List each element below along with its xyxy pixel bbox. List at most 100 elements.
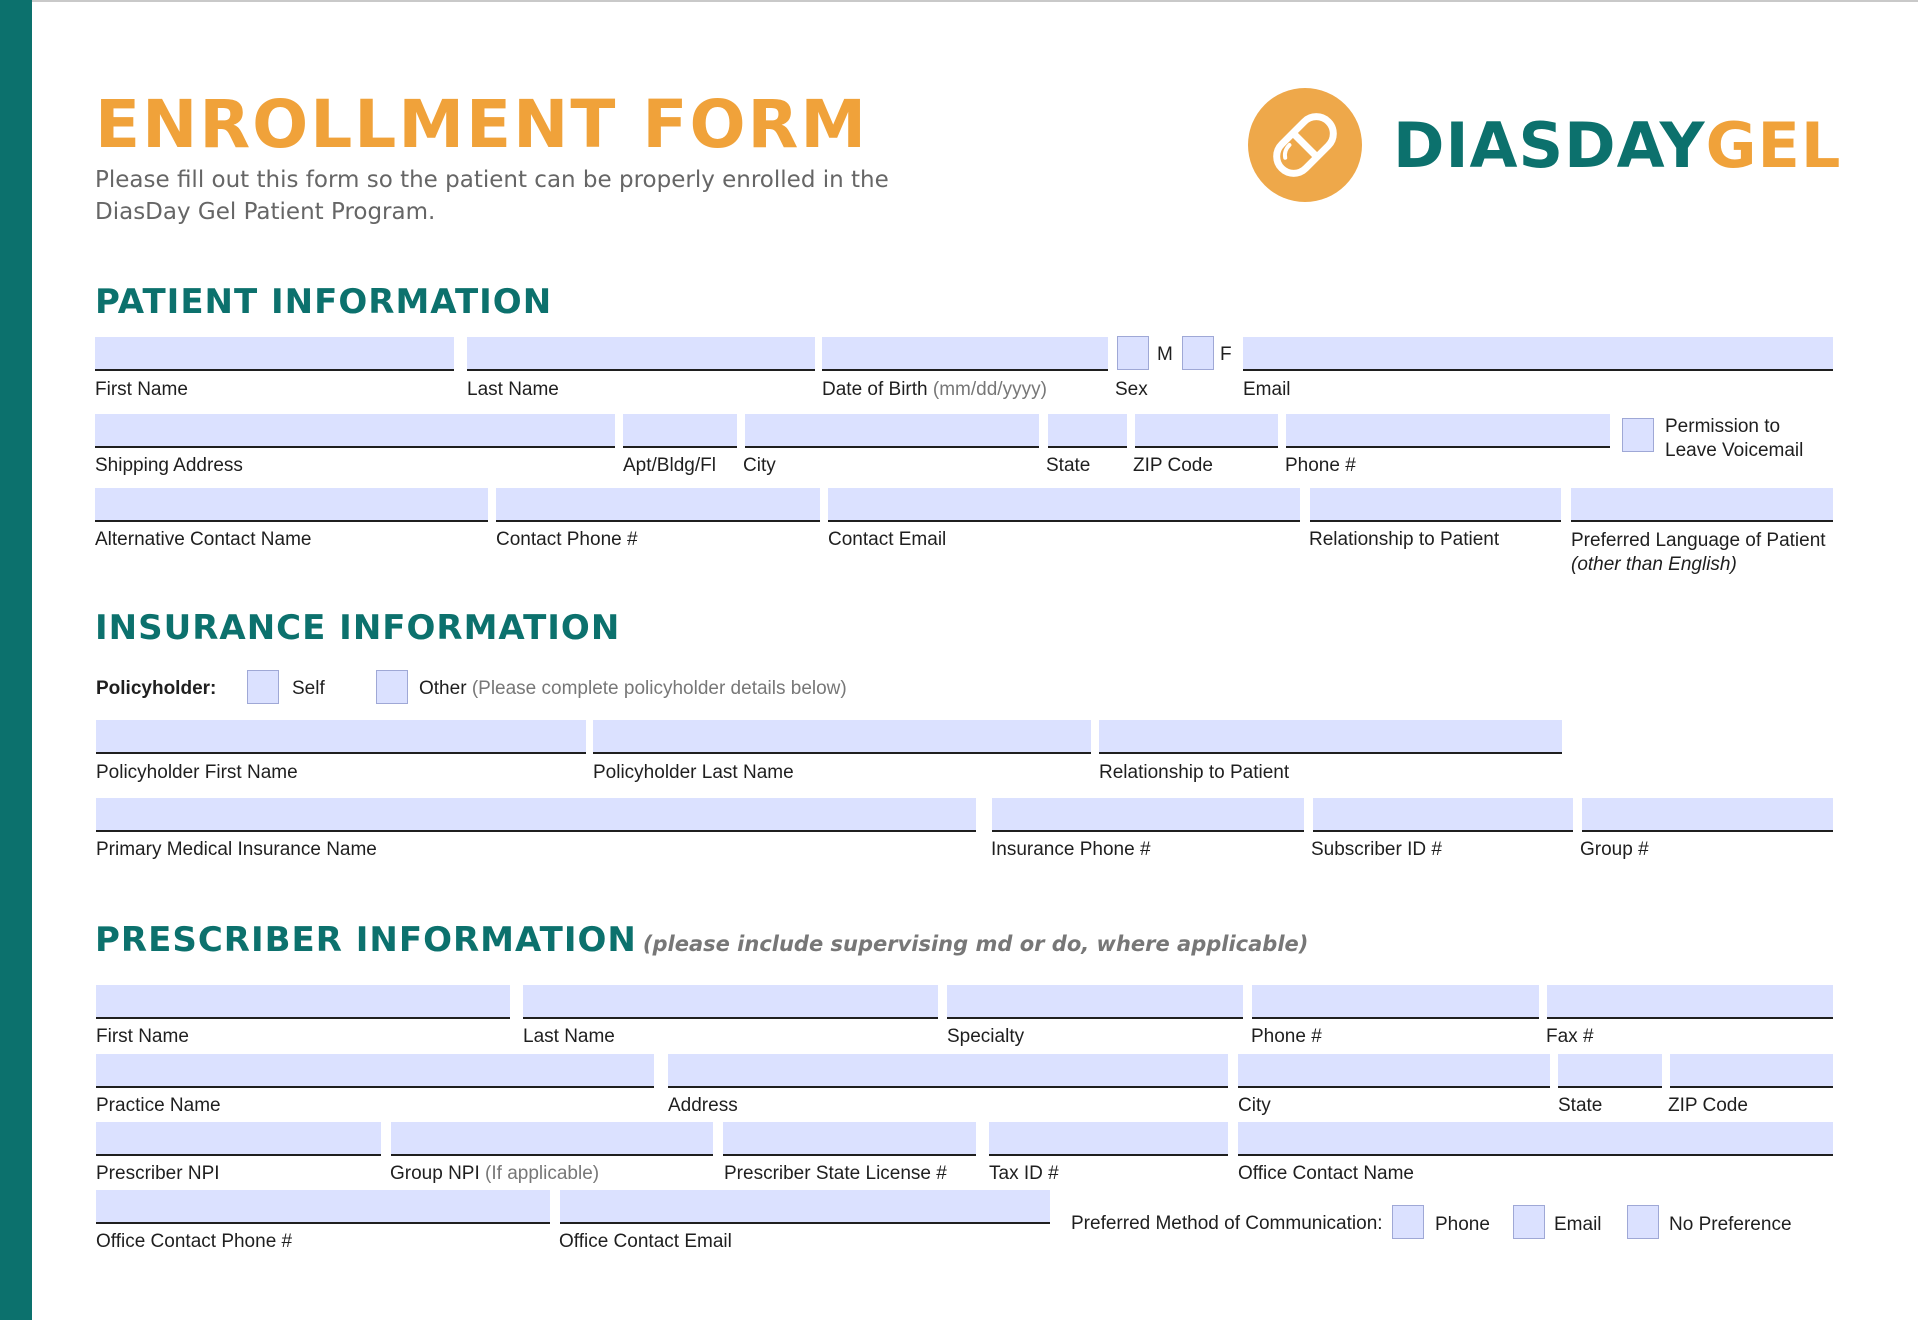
patient-first-name-field[interactable] (95, 337, 454, 371)
patient-city-field[interactable] (745, 414, 1039, 448)
patient-dob-label: Date of Birth (mm/dd/yyyy) (822, 379, 1047, 401)
pill-icon (1273, 113, 1337, 177)
prescriber-npi-label: Prescriber NPI (96, 1163, 220, 1184)
insurance-phone-label: Insurance Phone # (991, 839, 1151, 860)
apt-field[interactable] (623, 414, 737, 448)
method-email-label: Email (1554, 1214, 1602, 1235)
contact-phone-field[interactable] (496, 488, 820, 522)
method-no-preference-label: No Preference (1669, 1214, 1792, 1235)
shipping-address-field[interactable] (95, 414, 615, 448)
primary-insurance-field[interactable] (96, 798, 976, 832)
logo (1248, 88, 1362, 202)
policyholder-first-name-field[interactable] (96, 720, 586, 754)
insurance-phone-field[interactable] (992, 798, 1304, 832)
other-text: Other (419, 678, 467, 699)
patient-relationship-label: Relationship to Patient (1309, 529, 1500, 550)
office-contact-phone-label: Office Contact Phone # (96, 1231, 293, 1252)
patient-zip-label: ZIP Code (1133, 455, 1213, 476)
patient-zip-field[interactable] (1135, 414, 1278, 448)
subscriber-id-label: Subscriber ID # (1311, 839, 1442, 860)
subtitle-line-1: Please fill out this form so the patient… (95, 167, 889, 193)
prescriber-heading-note: (please include supervising md or do, wh… (642, 932, 1309, 956)
tax-id-label: Tax ID # (989, 1163, 1059, 1184)
contact-phone-label: Contact Phone # (496, 529, 638, 550)
prescriber-address-field[interactable] (668, 1054, 1228, 1088)
office-contact-phone-field[interactable] (96, 1190, 550, 1224)
prescriber-first-name-field[interactable] (96, 985, 510, 1019)
group-number-label: Group # (1580, 839, 1649, 860)
practice-name-label: Practice Name (96, 1095, 221, 1116)
patient-first-name-label: First Name (95, 379, 188, 400)
voicemail-checkbox[interactable] (1622, 418, 1654, 452)
prescriber-city-field[interactable] (1238, 1054, 1550, 1088)
group-npi-field[interactable] (391, 1122, 713, 1156)
brand-part-1: DIASDAY (1393, 109, 1706, 182)
prescriber-section-heading: PRESCRIBER INFORMATION(please include su… (95, 920, 1308, 964)
prescriber-zip-field[interactable] (1670, 1054, 1833, 1088)
prescriber-heading-text: PRESCRIBER INFORMATION (95, 920, 637, 960)
apt-label: Apt/Bldg/Fl (623, 455, 716, 476)
shipping-address-label: Shipping Address (95, 455, 243, 476)
sex-male-checkbox[interactable] (1117, 336, 1149, 370)
method-phone-label: Phone (1435, 1214, 1490, 1235)
patient-email-field[interactable] (1243, 337, 1833, 371)
subtitle-line-2: DiasDay Gel Patient Program. (95, 199, 436, 225)
group-number-field[interactable] (1582, 798, 1833, 832)
state-license-field[interactable] (723, 1122, 976, 1156)
office-contact-name-label: Office Contact Name (1238, 1163, 1415, 1184)
contact-email-label: Contact Email (828, 529, 947, 550)
page-subtitle: Please fill out this form so the patient… (95, 164, 895, 228)
sex-female-label: F (1220, 344, 1232, 365)
patient-state-field[interactable] (1048, 414, 1127, 448)
office-contact-name-field[interactable] (1238, 1122, 1833, 1156)
brand-wordmark: DIASDAYGEL (1393, 110, 1841, 182)
specialty-field[interactable] (947, 985, 1243, 1019)
policyholder-other-label: Other (Please complete policyholder deta… (419, 678, 847, 700)
alt-contact-name-label: Alternative Contact Name (95, 529, 312, 550)
tax-id-field[interactable] (989, 1122, 1228, 1156)
state-license-label: Prescriber State License # (724, 1163, 947, 1184)
group-npi-hint: (If applicable) (485, 1163, 600, 1184)
prescriber-npi-field[interactable] (96, 1122, 381, 1156)
practice-name-field[interactable] (96, 1054, 654, 1088)
patient-last-name-field[interactable] (467, 337, 815, 371)
patient-section-heading: PATIENT INFORMATION (95, 282, 553, 322)
policyholder-relationship-field[interactable] (1099, 720, 1562, 754)
alt-contact-name-field[interactable] (95, 488, 488, 522)
dob-text: Date of Birth (822, 379, 928, 400)
sex-female-checkbox[interactable] (1182, 336, 1214, 370)
subscriber-id-field[interactable] (1313, 798, 1573, 832)
policyholder-last-name-field[interactable] (593, 720, 1091, 754)
preferred-language-label: Preferred Language of Patient (other tha… (1571, 529, 1826, 577)
patient-city-label: City (743, 455, 776, 476)
patient-state-label: State (1046, 455, 1091, 476)
patient-phone-field[interactable] (1286, 414, 1610, 448)
specialty-label: Specialty (947, 1026, 1025, 1047)
method-no-preference-checkbox[interactable] (1627, 1205, 1659, 1239)
primary-insurance-label: Primary Medical Insurance Name (96, 839, 377, 860)
patient-last-name-label: Last Name (467, 379, 559, 400)
policyholder-self-label: Self (292, 678, 325, 699)
preferred-language-field[interactable] (1571, 488, 1833, 522)
prescriber-last-name-field[interactable] (523, 985, 938, 1019)
policyholder-self-checkbox[interactable] (247, 670, 279, 704)
insurance-section-heading: INSURANCE INFORMATION (95, 608, 621, 648)
brand-part-2: GEL (1705, 109, 1842, 182)
patient-relationship-field[interactable] (1310, 488, 1561, 522)
other-hint: (Please complete policyholder details be… (471, 678, 847, 699)
prescriber-state-field[interactable] (1558, 1054, 1662, 1088)
policyholder-other-checkbox[interactable] (376, 670, 408, 704)
prescriber-phone-field[interactable] (1252, 985, 1539, 1019)
method-phone-checkbox[interactable] (1392, 1205, 1424, 1239)
prescriber-last-name-label: Last Name (523, 1026, 615, 1047)
group-npi-text: Group NPI (390, 1163, 480, 1184)
contact-email-field[interactable] (828, 488, 1300, 522)
patient-phone-label: Phone # (1285, 455, 1356, 476)
office-contact-email-field[interactable] (560, 1190, 1050, 1224)
method-email-checkbox[interactable] (1513, 1205, 1545, 1239)
patient-dob-field[interactable] (822, 337, 1108, 371)
prescriber-phone-label: Phone # (1251, 1026, 1322, 1047)
prescriber-city-label: City (1238, 1095, 1271, 1116)
voicemail-label-line-1: Permission to (1665, 416, 1781, 437)
prescriber-fax-field[interactable] (1547, 985, 1833, 1019)
